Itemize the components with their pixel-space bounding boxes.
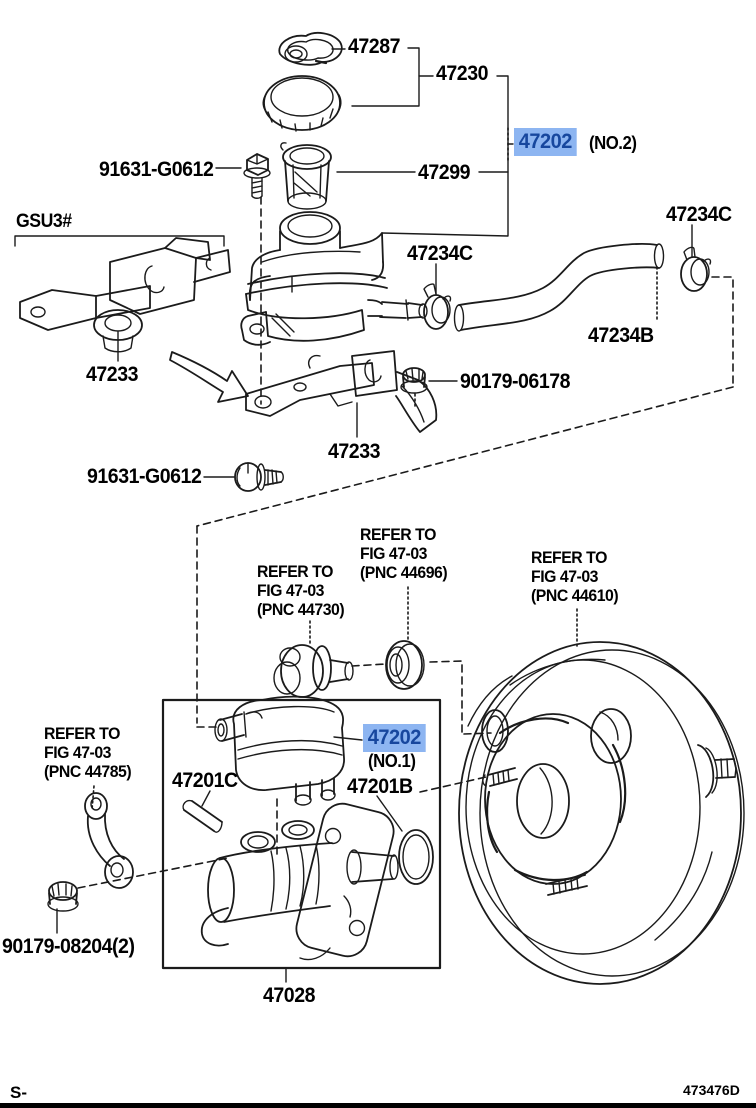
- callout-47299[interactable]: 47299: [418, 161, 470, 184]
- reservoir-cap-drawing: [262, 75, 342, 132]
- callout-47234c-right[interactable]: 47234C: [666, 203, 732, 226]
- refer-note-44785: REFER TO FIG 47-03 (PNC 44785): [44, 724, 132, 781]
- hose-clamp-left-drawing: [423, 283, 452, 330]
- refer-note-line: FIG 47-03: [360, 544, 428, 563]
- bolt-lower-drawing: [234, 462, 284, 492]
- callout-90179-08204[interactable]: 90179-08204(2): [2, 935, 135, 958]
- callout-91631-upper[interactable]: 91631-G0612: [99, 158, 214, 181]
- callout-90179-06178[interactable]: 90179-06178: [460, 370, 571, 393]
- callout-47028[interactable]: 47028: [263, 984, 315, 1007]
- master-cylinder-drawing: [200, 802, 399, 961]
- reservoir-tank-drawing: [240, 211, 428, 346]
- callout-47287[interactable]: 47287: [348, 35, 400, 58]
- o-ring-drawing: [398, 829, 434, 885]
- callout-47230[interactable]: 47230: [436, 62, 488, 85]
- callout-47233-right[interactable]: 47233: [328, 440, 380, 463]
- callout-47202-no2-highlighted[interactable]: 47202: [514, 128, 577, 156]
- booster-rear-stud: [697, 744, 737, 798]
- callout-47234c-left[interactable]: 47234C: [407, 242, 473, 265]
- booster-seal-ring: [481, 709, 509, 753]
- bracket-right-drawing: [245, 350, 438, 433]
- refer-note-44610: REFER TO FIG 47-03 (PNC 44610): [531, 548, 619, 605]
- refer-note-line: REFER TO: [44, 724, 120, 743]
- bracket-left-drawing: [19, 237, 231, 353]
- callout-47201b[interactable]: 47201B: [347, 775, 413, 798]
- footer-bar: [0, 1103, 756, 1108]
- direction-arrow: [169, 351, 249, 403]
- model-note-gsu3: GSU3#: [16, 211, 72, 232]
- grommet-44730-drawing: [273, 644, 354, 698]
- refer-note-line: REFER TO: [531, 548, 607, 567]
- refer-note-line: FIG 47-03: [44, 743, 112, 762]
- callout-47202-no1-highlighted[interactable]: 47202: [363, 724, 426, 752]
- booster-stud-lower: [545, 874, 588, 896]
- refer-note-line: (PNC 44610): [531, 586, 619, 605]
- leader-lines: [14, 47, 693, 983]
- hose-drawing: [453, 243, 665, 332]
- bolt-upper-drawing: [243, 153, 271, 199]
- refer-note-line: FIG 47-03: [531, 567, 599, 586]
- strainer-drawing: [280, 142, 332, 210]
- refer-note-line: (PNC 44785): [44, 762, 132, 781]
- hose-clamp-right-drawing: [680, 246, 712, 292]
- assembly-box-47028: [161, 698, 442, 970]
- refer-note-44696: REFER TO FIG 47-03 (PNC 44696): [360, 525, 448, 582]
- callout-47234b[interactable]: 47234B: [588, 324, 654, 347]
- reservoir-cap-gasket-drawing: [278, 31, 343, 66]
- small-reservoir-drawing: [214, 695, 345, 806]
- refer-note-line: REFER TO: [360, 525, 436, 544]
- nut-06178-drawing: [400, 367, 428, 394]
- alignment-dashed-lines: [77, 196, 734, 889]
- refer-note-line: FIG 47-03: [257, 581, 325, 600]
- refer-note-line: REFER TO: [257, 562, 333, 581]
- refer-note-44730: REFER TO FIG 47-03 (PNC 44730): [257, 562, 345, 619]
- callout-47202-no2-suffix: (NO.2): [589, 133, 637, 153]
- nut-08204-drawing: [47, 881, 79, 912]
- seal-44696-drawing: [385, 640, 425, 690]
- callout-91631-lower[interactable]: 91631-G0612: [87, 465, 202, 488]
- refer-note-line: (PNC 44696): [360, 563, 448, 582]
- clevis-link-drawing: [84, 792, 134, 889]
- booster-stud-upper: [482, 767, 518, 787]
- callout-47201c[interactable]: 47201C: [172, 769, 238, 792]
- callout-47202-no1-suffix: (NO.1): [368, 751, 416, 771]
- refer-note-line: (PNC 44730): [257, 600, 345, 619]
- pin-drawing: [182, 799, 223, 833]
- callout-47233-left[interactable]: 47233: [86, 363, 138, 386]
- brake-booster-drawing: [458, 641, 745, 985]
- footer-series-code: S-: [10, 1083, 27, 1102]
- figure-code: 473476D: [683, 1082, 740, 1098]
